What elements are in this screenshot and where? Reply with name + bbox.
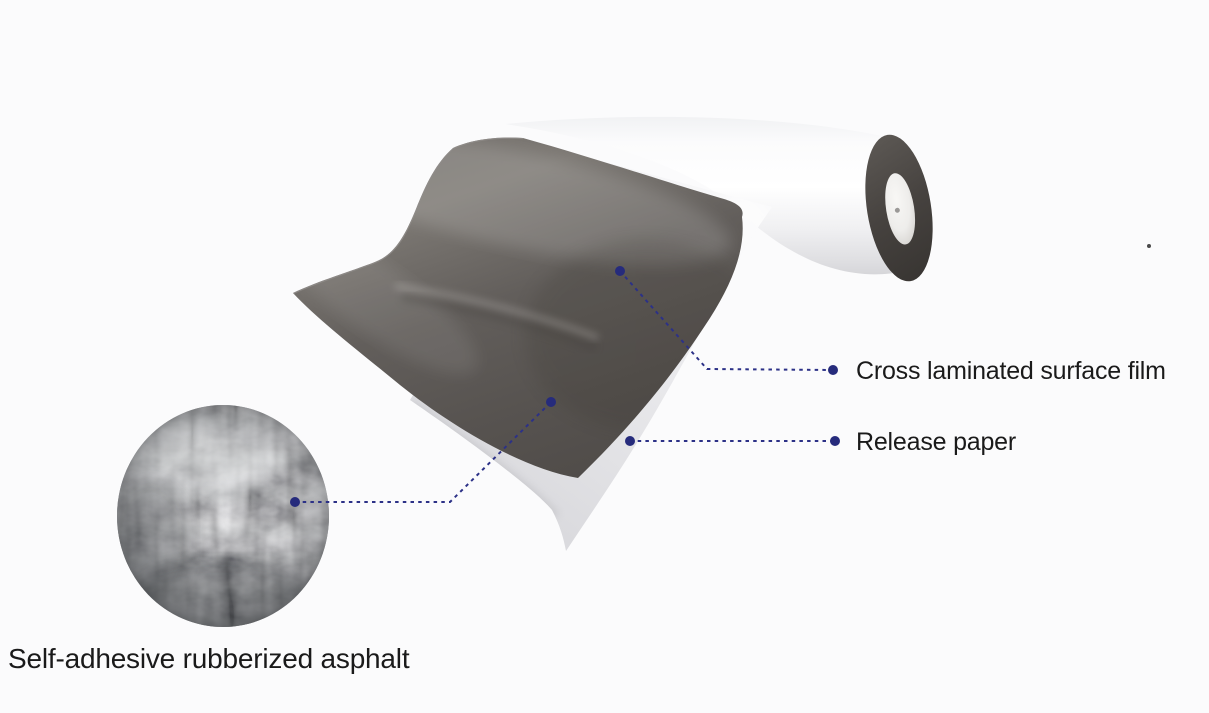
callout-label-release-paper: Release paper	[856, 428, 1017, 456]
asphalt-texture-photo	[117, 405, 329, 627]
leader-dot	[828, 365, 838, 375]
callout-label-adhesive-asphalt: Self-adhesive rubberized asphalt	[8, 643, 410, 674]
leader-dot	[830, 436, 840, 446]
roll	[505, 116, 918, 275]
leader-dot	[546, 397, 556, 407]
speck	[1147, 244, 1151, 248]
roll-core-center-mark	[894, 207, 900, 213]
leader-dot	[615, 266, 625, 276]
leader-line-film	[619, 270, 834, 371]
roll-core	[885, 173, 916, 245]
leader-dots	[290, 266, 840, 507]
roll-end-cap	[865, 134, 933, 282]
leader-lines	[295, 270, 835, 503]
leader-dot	[290, 497, 300, 507]
membrane-curl-highlight	[394, 283, 600, 341]
leader-dot	[625, 436, 635, 446]
roll-cylinder	[505, 116, 918, 275]
callout-label-surface-film: Cross laminated surface film	[856, 357, 1166, 385]
leader-line-asphalt	[295, 401, 552, 503]
